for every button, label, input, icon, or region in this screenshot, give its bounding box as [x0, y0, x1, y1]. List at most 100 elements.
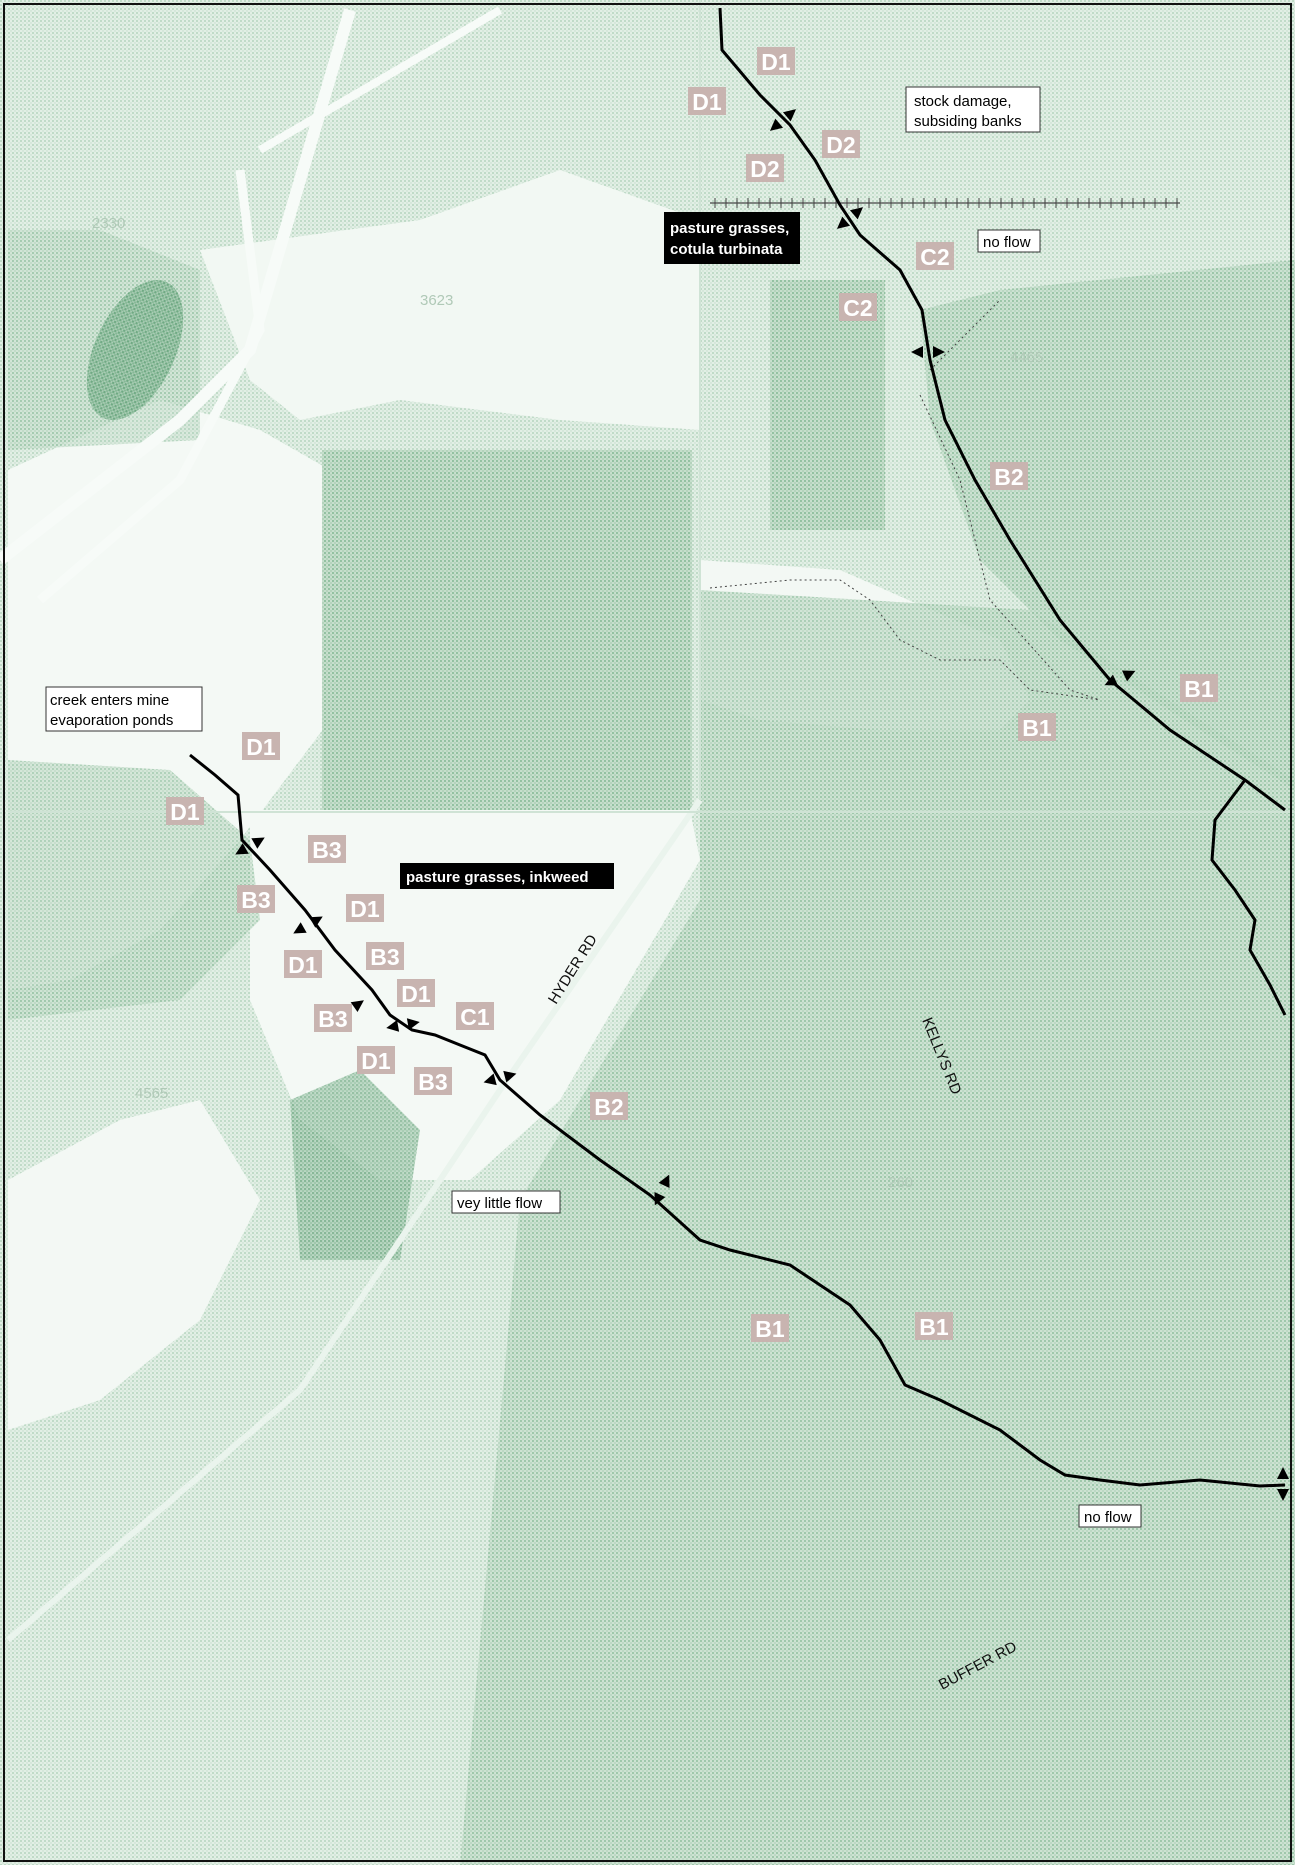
zone-label: B3	[314, 1004, 352, 1032]
svg-text:D1: D1	[170, 799, 200, 825]
svg-text:B3: B3	[318, 1006, 347, 1032]
arrow-pair-icon	[769, 109, 797, 131]
zone-label: B1	[1018, 713, 1056, 741]
cleared-area-north	[200, 170, 700, 430]
arrow-pair-icon	[483, 1070, 517, 1086]
fence-ticks	[714, 198, 1178, 208]
arrow-pair-icon	[911, 346, 945, 358]
svg-text:C1: C1	[460, 1004, 490, 1030]
svg-text:C2: C2	[920, 244, 949, 270]
lot-number: 3623	[420, 292, 453, 309]
svg-text:vey little flow: vey little flow	[457, 1195, 542, 1212]
zone-label: D1	[688, 87, 726, 115]
zone-label: D1	[357, 1046, 395, 1074]
svg-text:C2: C2	[843, 295, 872, 321]
arrow-pair-icon	[654, 1174, 670, 1206]
fence-line-middle	[709, 579, 1101, 701]
plantation-block	[322, 450, 692, 810]
reach-condition-labels: D1 D1 D2 D2 C2 C2 B2 B1 B1 D1 D1 B3 B3 D…	[166, 47, 1218, 1342]
zone-label: D1	[757, 47, 795, 75]
track-northwest	[0, 8, 356, 565]
dam-pond	[86, 279, 184, 421]
svg-text:D2: D2	[826, 132, 855, 158]
lot-number: 2330	[92, 215, 125, 232]
zone-label: C2	[839, 293, 877, 321]
lot-number: 4465	[1010, 349, 1043, 366]
zone-label: B1	[1180, 674, 1218, 702]
zone-label: B1	[751, 1314, 789, 1342]
svg-text:B3: B3	[418, 1069, 447, 1095]
zone-label: B3	[414, 1067, 452, 1095]
arrow-pair-icon	[386, 1018, 420, 1032]
zone-label: D1	[284, 950, 322, 978]
svg-text:pasture grasses, inkweed: pasture grasses, inkweed	[406, 869, 589, 886]
svg-text:B3: B3	[241, 887, 270, 913]
map-frame	[3, 3, 1292, 1862]
svg-text:stock damage,: stock damage,	[914, 93, 1012, 110]
svg-text:B2: B2	[994, 464, 1023, 490]
svg-text:no flow: no flow	[983, 234, 1031, 251]
creek-main-channel-south	[189, 753, 1286, 1488]
zone-label: B2	[990, 462, 1028, 490]
track-north	[257, 6, 503, 154]
svg-text:B2: B2	[594, 1094, 623, 1120]
track-west	[37, 169, 265, 604]
bushland-southeast	[460, 590, 1295, 1865]
note-creek-enters: creek enters mine evaporation ponds	[45, 686, 203, 732]
note-no-flow-bottom: no flow	[1078, 1504, 1142, 1528]
cleared-area-southwest	[8, 1100, 260, 1430]
zone-label: C2	[916, 242, 954, 270]
arrow-pair-icon	[235, 837, 265, 855]
svg-text:D1: D1	[692, 89, 722, 115]
fence-line-northeast	[929, 299, 1001, 371]
svg-text:B3: B3	[370, 944, 399, 970]
creek-main-channel-north	[718, 7, 1286, 812]
zone-label: B3	[308, 835, 346, 863]
reach-boundary-markers	[235, 109, 1289, 1501]
zone-label: D1	[242, 732, 280, 760]
svg-text:D1: D1	[361, 1048, 391, 1074]
svg-text:B1: B1	[1022, 715, 1052, 741]
arrow-pair-icon	[1104, 670, 1136, 686]
zone-label: D1	[397, 979, 435, 1007]
zone-label: B1	[915, 1312, 953, 1340]
svg-text:D2: D2	[750, 156, 779, 182]
arrow-pair-icon	[836, 207, 864, 229]
svg-text:D1: D1	[350, 896, 380, 922]
svg-text:D1: D1	[761, 49, 791, 75]
arrow-pair-icon	[1277, 1467, 1289, 1501]
svg-text:pasture grasses,: pasture grasses,	[670, 220, 789, 237]
svg-text:B1: B1	[1184, 676, 1214, 702]
svg-text:B3: B3	[312, 837, 341, 863]
zone-label: D2	[822, 130, 860, 158]
lot-number: 260	[888, 1174, 913, 1191]
note-stock-damage: stock damage, subsiding banks	[905, 86, 1041, 133]
svg-text:B1: B1	[755, 1316, 785, 1342]
zone-label: B3	[366, 942, 404, 970]
vegetation-block-east	[770, 280, 885, 530]
zone-label: D1	[346, 894, 384, 922]
zone-label: B2	[590, 1092, 628, 1120]
note-pasture-inkweed: pasture grasses, inkweed	[400, 863, 614, 889]
note-no-flow-top: no flow	[977, 229, 1041, 253]
bushland-northeast	[920, 260, 1295, 790]
svg-text:subsiding banks: subsiding banks	[914, 113, 1022, 130]
tree-patch	[290, 1070, 420, 1260]
svg-text:B1: B1	[919, 1314, 949, 1340]
hyder-rd-line	[6, 798, 703, 1643]
lot-number: 4565	[135, 1085, 168, 1102]
svg-text:no flow: no flow	[1084, 1509, 1132, 1526]
arrow-pair-icon	[293, 916, 323, 934]
note-very-little-flow: vey little flow	[451, 1190, 561, 1214]
zone-label: D1	[166, 797, 204, 825]
svg-text:evaporation ponds: evaporation ponds	[50, 712, 173, 729]
svg-text:cotula turbinata: cotula turbinata	[670, 241, 783, 258]
note-pasture-cotula: pasture grasses, cotula turbinata	[664, 212, 800, 264]
svg-text:D1: D1	[246, 734, 276, 760]
zone-label: D2	[746, 154, 784, 182]
creek-tributary-east	[1210, 779, 1287, 1016]
zone-label: C1	[456, 1002, 494, 1030]
zone-label: B3	[237, 885, 275, 913]
